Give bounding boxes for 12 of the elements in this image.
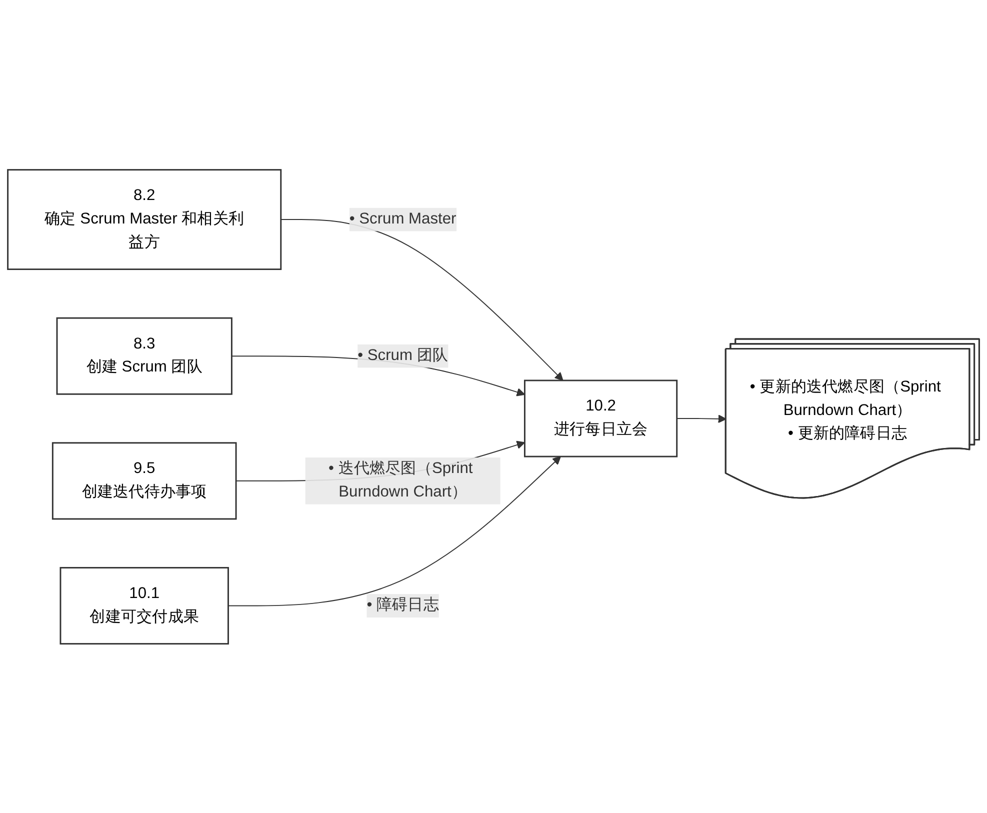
arrow bbox=[280, 218, 564, 381]
arrow bbox=[676, 414, 726, 423]
arrow bbox=[228, 456, 561, 606]
node-box: 9.5 创建迭代待办事项 bbox=[52, 442, 237, 520]
edge-label: • 障碍日志 bbox=[366, 596, 439, 614]
edge-label: • 迭代燃尽图（Sprint Burndown Chart） bbox=[328, 460, 473, 500]
node-box: 10.2 进行每日立会 bbox=[524, 379, 678, 457]
edge-label: • Scrum 团队 bbox=[358, 347, 448, 364]
node-box: 10.1 创建可交付成果 bbox=[60, 566, 229, 644]
node-box: 8.3 创建 Scrum 团队 bbox=[56, 317, 232, 395]
edge-label: • Scrum Master bbox=[349, 210, 456, 228]
node-box: 8.2 确定 Scrum Master 和相关利益方 bbox=[7, 168, 282, 270]
